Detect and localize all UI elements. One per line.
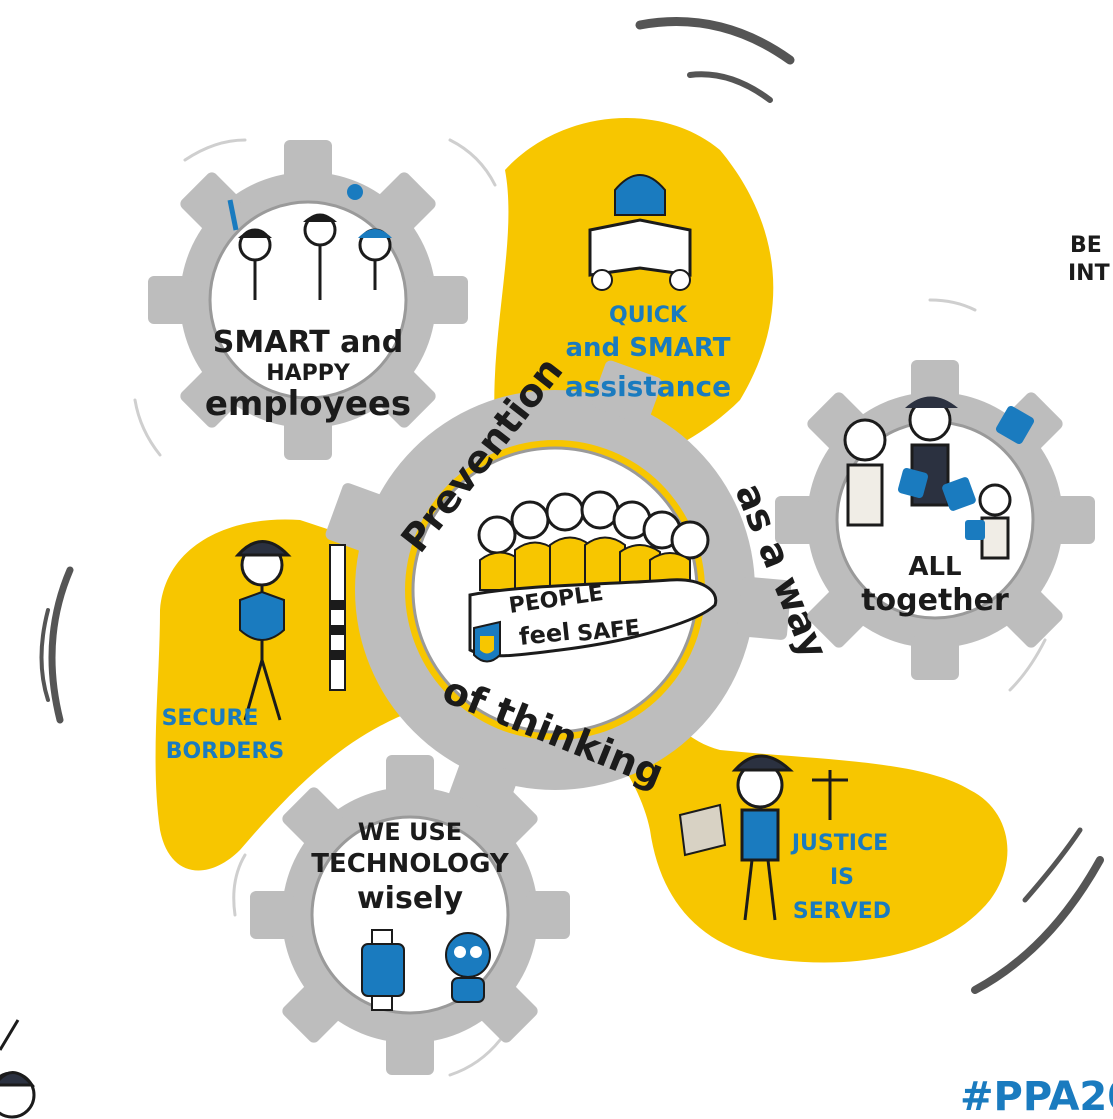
center-text-feel: feel (518, 618, 572, 651)
borders-line2: BORDERS (166, 739, 285, 764)
employees-line3: employees (205, 384, 411, 424)
assistance-line3: assistance (565, 370, 731, 403)
together-line2: together (861, 583, 1009, 618)
puzzle-pieces (897, 405, 1035, 540)
justice-line2: IS (830, 865, 854, 890)
crowd-figures (477, 490, 710, 560)
assistance-line2: and SMART (565, 333, 730, 363)
technology-line1: WE USE (358, 818, 462, 846)
shield-check-icon (239, 590, 285, 641)
employees-hats (227, 184, 392, 238)
assistance-line1: QUICK (609, 303, 688, 328)
gear-motion-ticks (133, 138, 1047, 1077)
borders-line1: SECURE (162, 706, 259, 731)
edge-text-be: BE (1070, 233, 1102, 258)
employees-line1: SMART and (213, 325, 403, 360)
justice-line1: JUSTICE (790, 831, 888, 856)
helping-hand (468, 578, 718, 658)
justice-line3: SERVED (793, 899, 891, 924)
book-icon (678, 803, 727, 857)
together-figures (843, 398, 1012, 560)
police-cap-together (905, 396, 958, 408)
employees-line2: HAPPY (266, 361, 351, 386)
edge-text-int: INT (1068, 261, 1110, 286)
technology-line3: wisely (357, 881, 463, 916)
barrier-stripes (330, 600, 345, 660)
border-barrier (329, 544, 346, 691)
robot-icon (445, 932, 491, 1003)
smartwatch-icon (361, 929, 405, 1011)
scales-icon (812, 770, 848, 820)
together-line1: ALL (908, 552, 961, 582)
judge-figure (731, 754, 794, 921)
police-shield-emblem (473, 620, 501, 663)
siren-book-icon (588, 174, 692, 291)
cropped-figure-bottom-left (0, 1019, 36, 1119)
motion-lines (39, 17, 1104, 994)
technology-line2: TECHNOLOGY (311, 849, 510, 879)
hashtag-text: #PPA20 (960, 1074, 1113, 1119)
